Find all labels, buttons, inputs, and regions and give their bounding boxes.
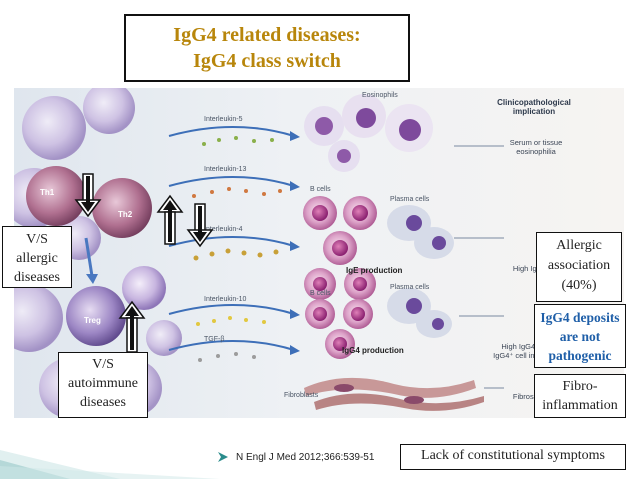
plasma-cells-row-2	[387, 288, 452, 338]
implication-header-line-1: Clinicopathological	[497, 98, 571, 107]
vs-allergic-line-2: allergic	[16, 251, 58, 266]
cytokine-label-il10: Interleukin-10	[204, 296, 247, 303]
treg-label: Treg	[84, 316, 101, 325]
implication-header: Clinicopathological implication	[488, 98, 580, 116]
igg4-deposits-line-3: pathogenic	[548, 348, 612, 363]
b-cells-label-1: B cells	[310, 186, 331, 193]
outcome-fibrosis: Fibrosis	[512, 392, 540, 401]
cytokine-dots	[192, 136, 282, 362]
fibro-inflammation-line-1: Fibro-	[562, 379, 598, 394]
outcome-serum-line-2: eosinophilia	[516, 147, 556, 156]
ige-production-label: IgE production	[346, 266, 403, 275]
chevron-bullet-icon	[218, 452, 228, 462]
cytokine-label-il5: Interleukin-5	[204, 116, 243, 123]
th1-label: Th1	[40, 188, 55, 197]
citation: N Engl J Med 2012;366:539-51	[236, 452, 375, 463]
figure-illustration	[14, 88, 504, 418]
down-arrow-th2	[186, 203, 214, 248]
outcome-serum-line-1: Serum or tissue	[509, 138, 563, 147]
treg-cell	[66, 286, 126, 346]
th1-cell	[26, 166, 86, 226]
fibro-inflammation-line-2: inflammation	[542, 398, 618, 413]
allergic-association-line-1: Allergic	[556, 238, 602, 253]
implication-header-line-2: implication	[512, 107, 556, 116]
cell	[122, 266, 166, 310]
cytokine-label-il4: Interleukin-4	[204, 226, 243, 233]
th2-label: Th2	[118, 210, 133, 219]
b-cells-row-1	[303, 196, 377, 300]
igg4-deposits-box: IgG4 deposits are not pathogenic	[534, 304, 626, 368]
plasma-cells-label-2: Plasma cells	[390, 284, 430, 291]
cytokine-arrowheads	[290, 131, 300, 355]
vs-autoimmune-diseases-box: V/S autoimmune diseases	[58, 352, 148, 418]
cytokine-label-il13: Interleukin-13	[204, 166, 247, 173]
fibroblasts-label: Fibroblasts	[284, 392, 319, 399]
down-arrow-th1	[74, 173, 102, 218]
igg4-deposits-line-1: IgG4 deposits	[540, 310, 620, 325]
allergic-association-line-3: (40%)	[561, 278, 597, 293]
vs-allergic-line-1: V/S	[26, 232, 48, 247]
igg4-deposits-line-2: are not	[559, 329, 601, 344]
vs-autoimmune-line-3: diseases	[80, 395, 126, 410]
up-arrow-treg	[118, 300, 146, 353]
allergic-association-box: Allergic association (40%)	[536, 232, 622, 302]
vs-allergic-line-3: diseases	[14, 270, 60, 285]
plasma-cells-row-1	[387, 205, 454, 259]
eosinophils-label: Eosinophils	[362, 92, 398, 99]
up-arrow-th2	[156, 194, 184, 245]
cytokine-label-tgf-beta: TGF-β	[204, 336, 225, 343]
vs-autoimmune-line-1: V/S	[92, 357, 114, 372]
title-line-1: IgG4 related diseases:	[173, 24, 361, 46]
eosinophils	[304, 94, 433, 172]
b-cells-row-2	[305, 299, 373, 359]
cytokine-arrows	[168, 126, 295, 351]
implication-arrows	[454, 145, 504, 389]
outcome-high-igg4: High IgG4 level IgG4⁺ cell infiltration	[482, 342, 572, 360]
th2-cell	[92, 178, 152, 238]
slide-decoration	[0, 450, 220, 479]
igg4-production-label: IgG4 production	[342, 346, 404, 355]
title-box: IgG4 related diseases: IgG4 class switch	[124, 14, 410, 82]
b-cells-label-2: B cells	[310, 290, 331, 297]
lack-constitutional-symptoms-box: Lack of constitutional symptoms	[400, 444, 626, 470]
fibro-inflammation-box: Fibro- inflammation	[534, 374, 626, 418]
outcome-eosinophilia: Serum or tissue eosinophilia	[496, 138, 576, 156]
fibroblasts	[304, 377, 484, 411]
vs-allergic-diseases-box: V/S allergic diseases	[2, 226, 72, 288]
allergic-association-line-2: association	[547, 258, 611, 273]
vs-autoimmune-line-2: autoimmune	[68, 376, 138, 391]
outcome-high-igg4-line-2: IgG4⁺ cell infiltration	[493, 351, 561, 360]
pathway-arrow	[84, 237, 94, 277]
plasma-cells-label-1: Plasma cells	[390, 196, 430, 203]
title-line-2: IgG4 class switch	[193, 50, 341, 72]
pathway-arrowhead	[86, 274, 98, 284]
outcome-high-igg4-line-1: High IgG4 level	[501, 342, 553, 351]
